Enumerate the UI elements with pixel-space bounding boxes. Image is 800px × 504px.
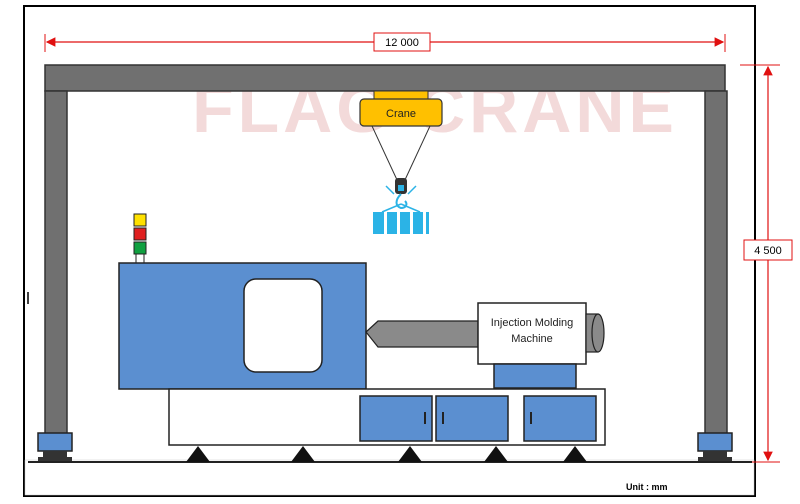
left-leg-foot bbox=[37, 432, 73, 461]
span-dimension: 12 000 bbox=[44, 32, 726, 52]
crane-girder bbox=[44, 64, 726, 92]
mold-window bbox=[243, 278, 323, 373]
hook-icon bbox=[385, 178, 417, 210]
left-crane-leg bbox=[44, 90, 68, 435]
machine-label-line1: Injection Molding bbox=[491, 317, 574, 329]
span-dimension-box bbox=[373, 32, 431, 52]
crane-label: Crane bbox=[386, 108, 416, 120]
span-dimension-label: 12 000 bbox=[385, 37, 419, 49]
machine-feet bbox=[186, 446, 587, 462]
height-dimension-box bbox=[743, 239, 793, 261]
injection-nozzle bbox=[365, 320, 479, 348]
signal-tower-light bbox=[133, 213, 147, 264]
cabinet-door-2 bbox=[435, 395, 509, 442]
trolley-rail bbox=[373, 90, 429, 100]
lifted-load bbox=[373, 203, 429, 234]
cabinet-door-3 bbox=[523, 395, 597, 442]
right-crane-leg bbox=[704, 90, 728, 435]
unit-note: Unit : mm bbox=[626, 482, 668, 492]
right-leg-foot bbox=[697, 432, 733, 461]
cable-right bbox=[403, 125, 431, 183]
cabinet-door-1 bbox=[359, 395, 433, 442]
machine-label-line2: Machine bbox=[511, 333, 553, 345]
height-dimension: 4 500 bbox=[740, 64, 793, 463]
injection-unit-support bbox=[493, 363, 577, 389]
clamping-unit-body bbox=[118, 262, 367, 390]
hopper-cylinder bbox=[585, 313, 605, 353]
cable-left bbox=[371, 125, 399, 183]
crane-hoist bbox=[359, 98, 443, 127]
height-dimension-label: 4 500 bbox=[754, 245, 782, 257]
